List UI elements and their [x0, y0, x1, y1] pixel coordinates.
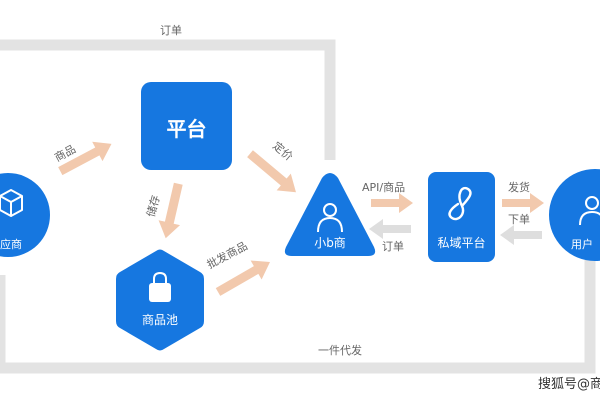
bag-icon: [149, 271, 171, 302]
product-pool-node: [116, 249, 204, 351]
shipping-label: 发货: [508, 181, 530, 194]
order-loop-line: [0, 39, 336, 160]
order-back-arrow: [369, 219, 411, 239]
dropship-loop-line: [0, 260, 596, 374]
user-node: [549, 169, 600, 261]
product-pool-label: 商品池: [141, 313, 178, 327]
pricing-arrow: [247, 150, 296, 193]
place-order-label: 下单: [508, 213, 530, 226]
order-top-label: 订单: [160, 24, 182, 37]
box-icon: [0, 189, 23, 217]
small-b-node: [284, 173, 376, 256]
link-icon: [448, 186, 472, 221]
supplier-label: 应商: [0, 238, 22, 251]
place-order-arrow: [500, 225, 542, 245]
goods-arrow: [58, 141, 112, 176]
shipping-arrow: [502, 193, 544, 213]
user-label: 用户: [571, 238, 593, 251]
watermark-text: 搜狐号@商: [538, 377, 600, 392]
platform-node: [141, 82, 232, 170]
dropship-label: 一件代发: [318, 344, 362, 357]
private-domain-node: [428, 172, 495, 262]
person-icon: [317, 203, 343, 233]
storage-arrow: [158, 182, 183, 239]
order-back-label: 订单: [382, 240, 404, 253]
platform-label: 平台: [166, 117, 207, 141]
supplier-node: [0, 173, 50, 257]
small-b-label: 小b商: [314, 236, 346, 250]
wholesale-arrow: [215, 260, 270, 296]
api-goods-label: API/商品: [362, 181, 406, 194]
private-domain-label: 私域平台: [437, 236, 486, 250]
user-icon: [579, 196, 600, 226]
api-goods-arrow: [371, 193, 413, 213]
